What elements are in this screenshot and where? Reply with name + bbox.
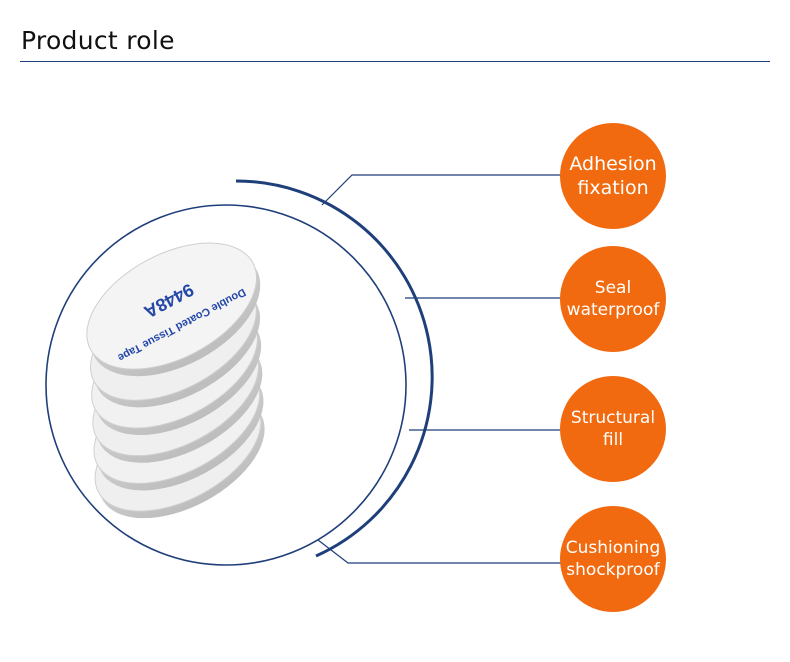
role-circle-seal: Seal waterproof <box>560 246 666 352</box>
connector-lines <box>317 174 562 564</box>
role-label: Structural fill <box>570 408 656 450</box>
page-header: Product role <box>0 0 790 70</box>
role-circle-structural: Structural fill <box>560 376 666 482</box>
role-label: Adhesion fixation <box>569 153 657 199</box>
adhesive-pads-photo: 9448A Double Coated Tissue Tape <box>86 242 265 519</box>
title-underline <box>20 61 770 62</box>
connector-line-1 <box>321 174 562 206</box>
connector-line-4 <box>317 539 562 564</box>
role-label: Cushioning shockproof <box>565 538 661 580</box>
role-circle-cushioning: Cushioning shockproof <box>560 506 666 612</box>
page-title: Product role <box>21 26 175 55</box>
role-label: Seal waterproof <box>566 278 660 320</box>
role-circle-adhesion: Adhesion fixation <box>560 123 666 229</box>
lens-outer-arc <box>235 179 434 558</box>
